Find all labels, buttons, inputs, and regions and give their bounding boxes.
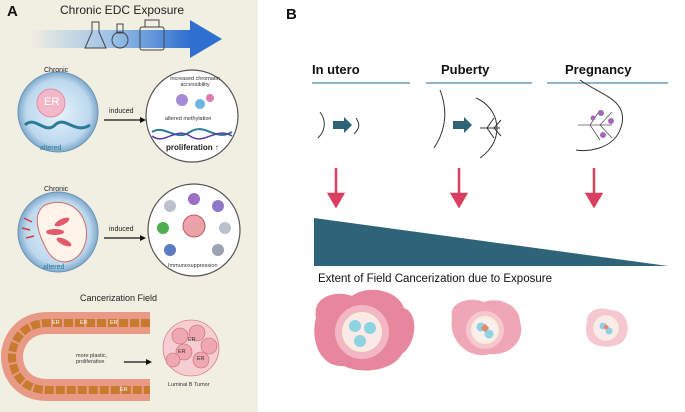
dish-middle-right — [147, 183, 241, 277]
immunosuppression-label: Immunosuppression — [168, 263, 218, 269]
arrow-induced-top — [104, 117, 146, 123]
tumor-er-2: ER — [178, 349, 186, 355]
up-arrow-icon: ↑ — [214, 143, 219, 152]
red-arrows — [326, 168, 604, 209]
teal-arrow-puberty — [453, 117, 472, 133]
tumor-label: Luminal B Tumor — [168, 382, 210, 388]
dish-top-left — [17, 71, 99, 153]
tumor-er-1: ER — [188, 337, 196, 343]
duct-er-label-2: ER — [80, 320, 88, 326]
top-chronic-label: Chronic — [44, 67, 69, 74]
cancerization-field-title: Cancerization Field — [80, 293, 158, 303]
middle-chronic-label: Chronic — [44, 186, 69, 193]
methylation-label: altered methylation — [165, 116, 212, 122]
field-large — [314, 289, 415, 371]
chromatin-label: increased chromatin accessibility — [170, 76, 220, 88]
er-label: ER — [44, 96, 60, 108]
stage-puberty: Puberty — [441, 62, 490, 77]
middle-induced-label: induced — [109, 226, 134, 233]
dish-middle-left — [17, 191, 99, 273]
flask-icons — [84, 19, 165, 51]
panel-a-title: Chronic EDC Exposure — [60, 3, 185, 17]
duct-er-label-1: ER — [52, 320, 60, 326]
luminal-b-tumor — [162, 319, 220, 377]
exposure-triangle — [314, 218, 668, 266]
pregnancy-sketch — [575, 79, 623, 152]
proliferation-label: proliferation ↑ — [166, 143, 219, 152]
panel-b-letter: B — [286, 6, 297, 23]
stage-in-utero: In utero — [312, 62, 360, 77]
teal-arrow-in-utero — [333, 117, 352, 133]
panel-a-letter: A — [7, 3, 18, 20]
tumor-er-3: ER — [197, 356, 205, 362]
stage-pregnancy: Pregnancy — [565, 62, 632, 77]
extent-label: Extent of Field Cancerization due to Exp… — [318, 273, 552, 285]
arrow-induced-middle — [104, 235, 146, 241]
top-induced-label: induced — [109, 108, 134, 115]
middle-altered-label: altered — [43, 264, 65, 271]
exposure-arrow — [30, 20, 222, 58]
duct-er-label-4: ER — [120, 387, 128, 393]
arrow-plastic — [124, 359, 152, 365]
mammary-duct — [0, 312, 150, 401]
duct-er-label-3: ER — [110, 320, 118, 326]
top-altered-label: altered — [40, 145, 62, 152]
dish-top-right — [145, 69, 239, 163]
field-small — [586, 308, 628, 347]
field-medium — [451, 299, 522, 356]
plastic-label: more plastic, proliferative — [76, 353, 108, 365]
puberty-sketch — [433, 89, 502, 159]
in-utero-sketch — [317, 111, 360, 139]
